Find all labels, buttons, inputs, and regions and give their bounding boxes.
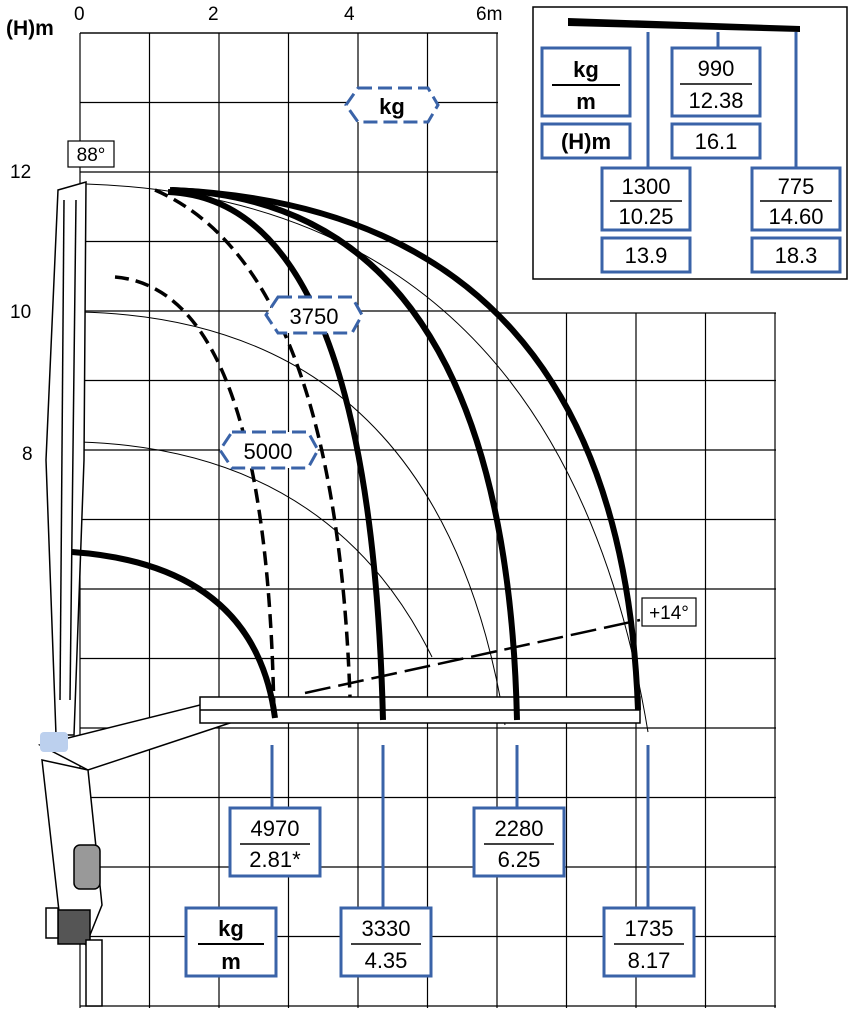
capacity-high-hex: 5000 [218,430,320,470]
load-point-1: 4970 2.81* [228,806,322,878]
inset-point-3-m: 14.60 [768,204,823,229]
axis-labels: (H)m 0 2 4 6m 12 10 8 [6,4,502,465]
x-tick-6: 6m [476,4,502,25]
load-point-2-m: 4.35 [365,948,408,973]
x-tick-0: 0 [74,4,85,25]
capacity-mid-label: 3750 [290,304,339,329]
capacity-unit-hex: kg [344,86,440,124]
y-tick-8: 8 [22,444,33,465]
load-point-2: 3330 4.35 [339,906,433,978]
inset-point-1-kg: 1300 [622,174,671,199]
angle-max-label: 88° [77,145,106,166]
capacity-mid-hex: 3750 [264,295,364,335]
angle-max-box: 88° [67,140,115,168]
legend-m: m [221,949,241,974]
inset-unit-kg: kg [573,57,599,82]
load-curves [71,187,641,721]
legend-kg: kg [218,916,244,941]
load-point-3: 2280 6.25 [472,806,566,878]
y-tick-10: 10 [10,302,31,323]
load-point-1-m: 2.81* [249,847,301,872]
inset-point-2-h: 16.1 [695,129,738,154]
load-point-1-kg: 4970 [251,816,300,841]
inset-unit-m: m [576,89,596,114]
load-point-3-m: 6.25 [498,847,541,872]
unit-legend: kg m [184,906,278,978]
load-point-4-kg: 1735 [625,916,674,941]
load-point-4: 1735 8.17 [602,906,696,978]
angle-lines [304,618,641,695]
x-tick-4: 4 [344,4,355,25]
inset-point-1-m: 10.25 [618,204,673,229]
inset-point-1-h: 13.9 [625,243,668,268]
load-point-2-kg: 3330 [362,916,411,941]
capacity-high-label: 5000 [244,439,293,464]
y-axis-title: (H)m [6,17,54,40]
x-tick-2: 2 [208,4,219,25]
inset-unit-h: (H)m [561,129,611,154]
load-point-3-kg: 2280 [495,816,544,841]
inset-point-2-m: 12.38 [688,88,743,113]
inset-point-3-kg: 775 [778,174,815,199]
leader-lines [270,745,650,908]
y-tick-12: 12 [10,162,31,183]
inset-point-2-kg: 990 [698,56,735,81]
extension-inset: kg m (H)m 1300 10.25 13.9 990 12.38 16.1… [532,6,848,280]
load-point-4-m: 8.17 [628,948,671,973]
capacity-unit-label: kg [379,94,405,119]
angle-min-label: +14° [649,603,689,624]
inset-point-3-h: 18.3 [775,243,818,268]
angle-min-box: +14° [641,597,697,627]
